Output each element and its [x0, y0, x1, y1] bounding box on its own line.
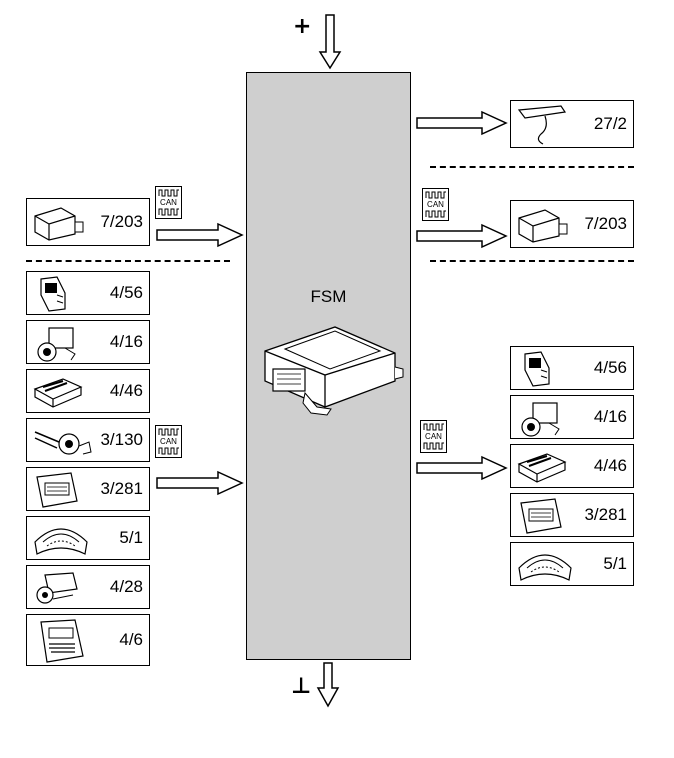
sensor-strip-icon	[517, 105, 567, 145]
left-module-4-46: 4/46	[26, 369, 150, 413]
can-label: CAN	[160, 437, 177, 446]
right-module-27-2: 27/2	[510, 100, 634, 148]
steering-column-module-icon	[34, 431, 92, 455]
ground-arrow-icon	[316, 662, 340, 708]
sensor-module-icon	[36, 572, 78, 604]
module-code: 3/281	[584, 505, 627, 524]
module-code: 3/130	[100, 430, 143, 449]
fsm-label: FSM	[310, 287, 347, 306]
right-module-5-1: 5/1	[510, 542, 634, 586]
divider-right-top	[430, 166, 634, 168]
module-code: 7/203	[100, 212, 143, 231]
power-symbol: +	[293, 14, 312, 39]
left-module-4-28: 4/28	[26, 565, 150, 609]
module-code: 4/46	[593, 456, 627, 475]
module-code: 4/46	[109, 381, 143, 400]
module-code: 5/1	[603, 554, 627, 573]
can-label: CAN	[425, 432, 442, 441]
module-code: 4/16	[593, 407, 627, 426]
control-panel-icon	[33, 378, 83, 408]
left-module-5-1: 5/1	[26, 516, 150, 560]
ignition-switch-icon	[521, 402, 560, 437]
module-code: 4/28	[109, 577, 143, 596]
can-bus-icon: CAN	[420, 420, 447, 453]
arrow-right-icon	[156, 470, 244, 496]
airbag-control-unit-icon	[264, 326, 404, 416]
module-code: 4/6	[119, 630, 143, 649]
module-code: 27/2	[593, 114, 627, 133]
switch-panel-icon	[524, 351, 550, 387]
climate-panel-icon	[36, 472, 78, 508]
right-module-3-281: 3/281	[510, 493, 634, 537]
arrow-right-icon	[416, 110, 508, 136]
can-bus-icon: CAN	[155, 425, 182, 458]
divider-right-bottom	[430, 260, 634, 262]
right-module-4-16: 4/16	[510, 395, 634, 439]
divider-left	[26, 260, 230, 262]
ignition-switch-icon	[37, 327, 76, 362]
instrument-cluster-icon	[518, 554, 572, 581]
left-module-7-203: 7/203	[26, 198, 150, 246]
left-module-4-56: 4/56	[26, 271, 150, 315]
module-code: 4/56	[109, 283, 143, 302]
module-code: 5/1	[119, 528, 143, 547]
arrow-right-icon	[416, 455, 508, 481]
fsm-module: FSM	[246, 72, 411, 660]
module-code: 7/203	[584, 214, 627, 233]
can-bus-icon: CAN	[155, 186, 182, 219]
arrow-right-icon	[156, 222, 244, 248]
ground-symbol: ⊥	[291, 674, 312, 699]
module-code: 4/16	[109, 332, 143, 351]
climate-panel-icon	[520, 498, 562, 534]
switch-panel-icon	[40, 276, 66, 312]
right-module-4-46: 4/46	[510, 444, 634, 488]
can-bus-icon: CAN	[422, 188, 449, 221]
right-module-4-56: 4/56	[510, 346, 634, 390]
left-module-4-16: 4/16	[26, 320, 150, 364]
left-module-3-281: 3/281	[26, 467, 150, 511]
can-label: CAN	[427, 200, 444, 209]
control-module-icon	[518, 209, 568, 243]
right-module-7-203: 7/203	[510, 200, 634, 248]
module-code: 4/56	[593, 358, 627, 377]
control-panel-icon	[517, 453, 567, 483]
control-module-icon	[34, 207, 84, 241]
infotainment-panel-icon	[40, 619, 84, 663]
can-label: CAN	[160, 198, 177, 207]
left-module-3-130: 3/130	[26, 418, 150, 462]
left-module-4-6: 4/6	[26, 614, 150, 666]
power-arrow-icon	[318, 14, 342, 70]
instrument-cluster-icon	[34, 528, 88, 555]
arrow-right-icon	[416, 223, 508, 249]
module-code: 3/281	[100, 479, 143, 498]
